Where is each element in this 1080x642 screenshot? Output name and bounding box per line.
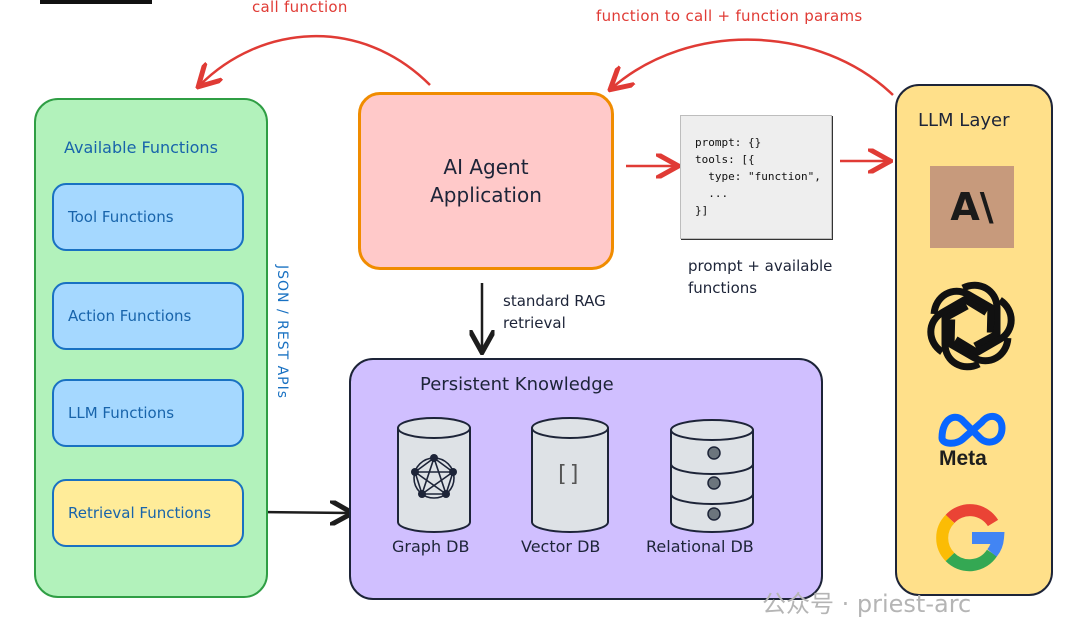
- vector-db-label: Vector DB: [521, 537, 601, 556]
- code-line: ...: [695, 187, 729, 200]
- vector-brackets-glyph: []: [555, 462, 582, 487]
- openai-logo: [927, 281, 1015, 371]
- ai-agent-title-line2: Application: [430, 183, 542, 207]
- action-functions-box: Action Functions: [52, 282, 244, 350]
- function-params-arrow: [612, 38, 894, 96]
- top-bar-fragment: [40, 0, 152, 4]
- tool-functions-label: Tool Functions: [68, 208, 174, 226]
- prompt-available-label: prompt + available functions: [688, 255, 832, 299]
- code-line: prompt: {}: [695, 136, 762, 149]
- call-function-label: call function: [252, 0, 348, 16]
- available-functions-title: Available Functions: [64, 138, 218, 157]
- llm-layer-title: LLM Layer: [918, 110, 1010, 131]
- google-logo: [936, 504, 1005, 572]
- relational-db-label: Relational DB: [646, 537, 754, 556]
- code-line: type: "function",: [695, 170, 821, 183]
- prompt-tools-card: prompt: {} tools: [{ type: "function", ..…: [680, 115, 832, 239]
- vector-db-icon: [531, 417, 609, 533]
- standard-rag-label: standard RAG retrieval: [503, 290, 606, 334]
- anthropic-logo: A\: [930, 166, 1014, 248]
- ai-agent-title-line1: AI Agent: [443, 155, 529, 179]
- persistent-knowledge-title: Persistent Knowledge: [420, 374, 614, 395]
- llm-functions-label: LLM Functions: [68, 404, 175, 422]
- retrieval-functions-label: Retrieval Functions: [68, 504, 212, 522]
- code-line: tools: [{: [695, 153, 755, 166]
- ai-agent-box: AI Agent Application: [358, 92, 614, 270]
- watermark: 公众号 · priest-arc: [762, 590, 972, 618]
- function-params-label: function to call + function params: [596, 7, 863, 25]
- code-line: }]: [695, 204, 709, 217]
- graph-db-icon: [397, 417, 471, 533]
- retrieval-arrow: [257, 512, 350, 513]
- retrieval-functions-box: Retrieval Functions: [52, 479, 244, 547]
- anthropic-mark: A\: [950, 185, 994, 229]
- json-rest-apis-label: JSON / REST APIs: [274, 265, 290, 400]
- meta-wordmark: Meta: [939, 447, 987, 470]
- standard-rag-line1: standard RAG: [503, 292, 606, 310]
- tool-functions-box: Tool Functions: [52, 183, 244, 251]
- graph-db-label: Graph DB: [392, 537, 470, 556]
- standard-rag-line2: retrieval: [503, 314, 566, 332]
- meta-infinity-icon: [938, 412, 1006, 447]
- prompt-available-line1: prompt + available: [688, 257, 833, 275]
- prompt-available-line2: functions: [688, 279, 758, 297]
- action-functions-label: Action Functions: [68, 307, 192, 325]
- llm-functions-box: LLM Functions: [52, 379, 244, 447]
- call-function-arrow: [200, 34, 431, 85]
- relational-db-icon: [670, 419, 754, 533]
